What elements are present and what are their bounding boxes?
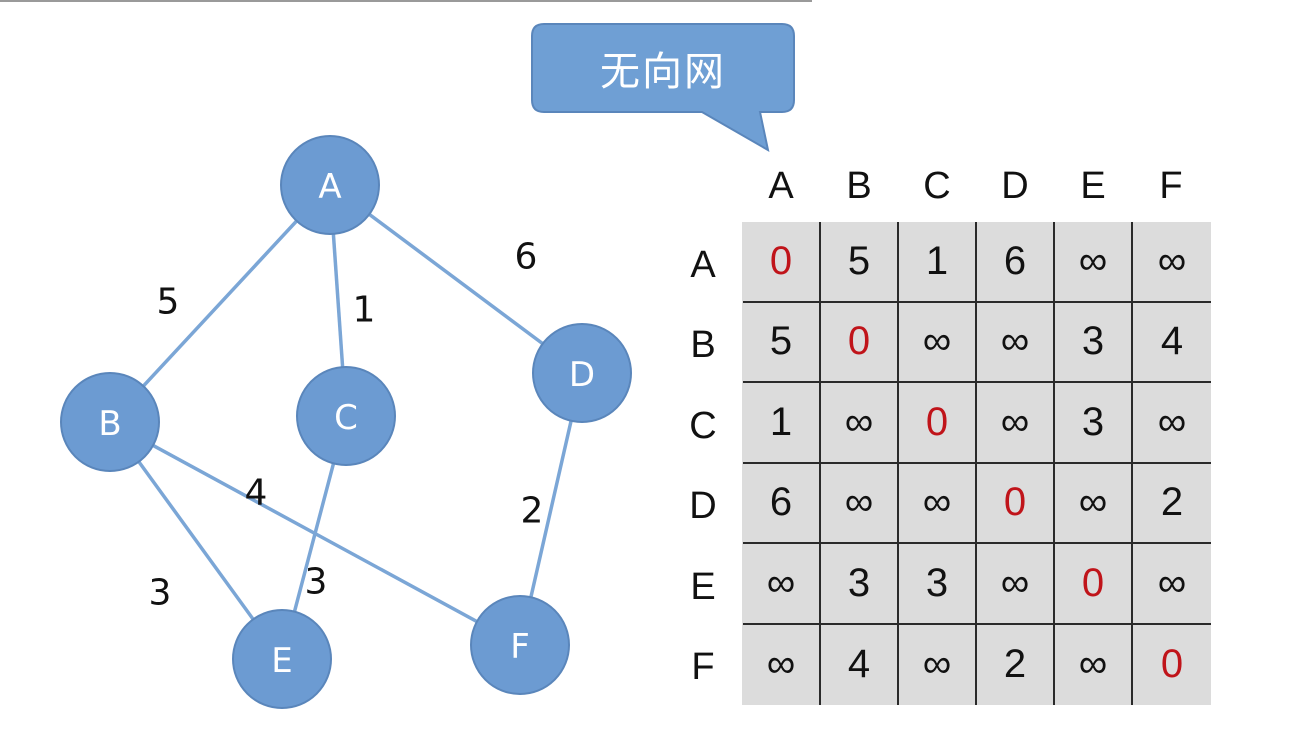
matrix-cell-f-a: ∞	[743, 624, 821, 705]
matrix-cell-b-a: 5	[743, 302, 821, 383]
matrix-cell-c-c: 0	[899, 383, 977, 464]
matrix-cell-d-b: ∞	[821, 463, 899, 544]
matrix-cell-d-e: ∞	[1055, 463, 1133, 544]
matrix-cell-a-c: 1	[899, 222, 977, 303]
matrix-cell-f-d: 2	[977, 624, 1055, 705]
matrix-cell-d-f: 2	[1133, 464, 1211, 544]
edge-weight-c-e: 3	[305, 562, 328, 603]
matrix-col-header-c: C	[923, 164, 951, 207]
node-d: D	[532, 323, 632, 423]
matrix-row-header-b: B	[690, 324, 716, 366]
node-circle-e	[232, 609, 332, 709]
matrix-cell-b-d: ∞	[977, 302, 1055, 383]
node-label-f: F	[510, 627, 530, 667]
matrix-cell-a-f: ∞	[1133, 222, 1211, 303]
matrix-cell-f-e: ∞	[1055, 624, 1133, 705]
matrix-cell-e-d: ∞	[977, 544, 1055, 625]
matrix-cell-c-e: 3	[1055, 383, 1133, 464]
matrix-col-header-f: F	[1159, 164, 1183, 207]
matrix-cell-a-b: 5	[821, 222, 899, 303]
node-b: B	[60, 372, 160, 472]
matrix-row-header-e: E	[690, 565, 716, 608]
matrix-col-header-e: E	[1080, 164, 1106, 207]
node-circle-c	[296, 366, 396, 466]
matrix-cell-e-b: 3	[821, 544, 899, 625]
matrix-cell-b-c: ∞	[899, 302, 977, 383]
matrix-cell-c-d: ∞	[977, 383, 1055, 464]
matrix-row-header-a: A	[690, 243, 716, 286]
matrix-cell-f-f: 0	[1160, 642, 1184, 687]
matrix-cell-a-a: 0	[743, 222, 821, 303]
edge-a-b	[108, 183, 332, 424]
matrix-row-header-c: C	[689, 404, 717, 447]
edge-weight-a-d: 6	[515, 237, 538, 278]
matrix-cell-e-a: ∞	[743, 544, 821, 625]
edge-weight-b-e: 3	[149, 573, 172, 614]
top-rule	[0, 0, 812, 2]
edge-weight-a-b: 5	[157, 282, 180, 323]
node-label-c: C	[334, 398, 358, 438]
matrix-row-header-d: D	[689, 485, 717, 527]
matrix-cell-a-d: 6	[977, 222, 1055, 303]
matrix-cell-f-b: 4	[821, 624, 899, 705]
matrix-col-header-a: A	[768, 164, 794, 207]
node-circle-a	[280, 135, 380, 235]
node-e: E	[232, 609, 332, 709]
matrix-cell-d-a: 6	[743, 463, 821, 544]
matrix-cell-e-e: 0	[1055, 544, 1133, 625]
matrix-cell-c-f: ∞	[1133, 383, 1211, 464]
matrix-cell-a-e: ∞	[1055, 222, 1133, 303]
matrix-cell-b-e: 3	[1055, 302, 1133, 383]
matrix-cell-c-b: ∞	[821, 383, 899, 464]
node-label-b: B	[98, 404, 121, 444]
matrix-cell-b-b: 0	[821, 302, 899, 383]
edge-a-d	[328, 183, 584, 375]
node-label-d: D	[569, 355, 595, 395]
node-label-a: A	[318, 167, 341, 207]
node-label-e: E	[271, 641, 292, 681]
graph-diagram: 5 1 6 3 4 3 2 A B C D E F	[60, 135, 632, 709]
matrix-cell-b-f: 4	[1133, 303, 1211, 383]
matrix-cell-f-c: ∞	[899, 624, 977, 705]
matrix-cell-d-c: ∞	[899, 463, 977, 544]
node-f: F	[470, 595, 570, 695]
matrix-row-header-f: F	[691, 646, 715, 688]
matrix-cell-e-f: ∞	[1133, 544, 1211, 625]
callout-text: 无向网	[600, 49, 726, 95]
matrix-col-header-d: D	[1001, 164, 1029, 207]
matrix-cell-c-a: 1	[743, 383, 821, 464]
callout-bubble	[531, 23, 795, 152]
edge-weight-b-f: 4	[245, 473, 268, 514]
edge-weight-d-f: 2	[521, 491, 544, 532]
matrix-cell-d-d: 0	[977, 463, 1055, 544]
node-circle-b	[60, 372, 160, 472]
node-circle-f	[470, 595, 570, 695]
node-c: C	[296, 366, 396, 466]
callout: 无向网	[530, 22, 800, 154]
node-circle-d	[532, 323, 632, 423]
matrix-cell-e-c: 3	[899, 544, 977, 625]
node-a: A	[280, 135, 380, 235]
matrix-col-header-b: B	[846, 164, 872, 207]
edge-weight-a-c: 1	[353, 290, 376, 331]
